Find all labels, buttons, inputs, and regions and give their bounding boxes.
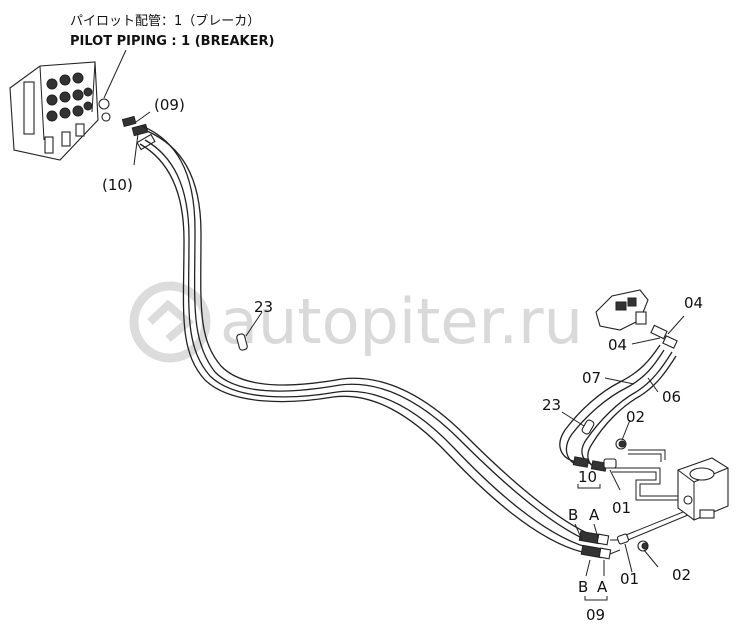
label-04-a: 04 bbox=[684, 294, 703, 312]
upper-right-fittings bbox=[595, 289, 685, 349]
title-leader-line bbox=[103, 49, 127, 99]
watermark-text: autopiter.ru bbox=[220, 285, 583, 358]
breaker-pilot-hoses bbox=[559, 344, 677, 472]
diagram-title-en: PILOT PIPING : 1 (BREAKER) bbox=[70, 34, 274, 49]
label-leader-lines bbox=[561, 377, 659, 601]
label-01-a: 01 bbox=[612, 499, 631, 517]
label-b-lower: B bbox=[578, 578, 588, 596]
watermark: autopiter.ru bbox=[129, 281, 583, 363]
label-09-top: (09) bbox=[154, 96, 185, 114]
label-a-upper: A bbox=[589, 506, 600, 524]
control-valve-block bbox=[9, 61, 111, 161]
label-b-upper: B bbox=[568, 506, 578, 524]
long-pilot-hoses bbox=[139, 125, 588, 553]
label-01-b: 01 bbox=[620, 570, 639, 588]
label-02-a: 02 bbox=[626, 408, 645, 426]
label-23-mid: 23 bbox=[254, 298, 273, 316]
label-10-top: (10) bbox=[102, 176, 133, 194]
upper-hose-fittings bbox=[121, 111, 156, 166]
label-04-b: 04 bbox=[608, 336, 627, 354]
label-23-right: 23 bbox=[542, 396, 561, 414]
breaker-valve-block bbox=[677, 457, 729, 521]
label-a-lower: A bbox=[597, 578, 608, 596]
label-02-b: 02 bbox=[672, 566, 691, 584]
lower-hose-fittings bbox=[578, 530, 649, 560]
diagram-title-jp: パイロット配管：1（ブレーカ） bbox=[70, 13, 260, 29]
hose-clamp-23 bbox=[236, 311, 263, 351]
label-07: 07 bbox=[582, 369, 601, 387]
label-06: 06 bbox=[662, 388, 681, 406]
label-09-bottom: 09 bbox=[586, 606, 605, 624]
label-10-bottom: 10 bbox=[578, 468, 597, 486]
